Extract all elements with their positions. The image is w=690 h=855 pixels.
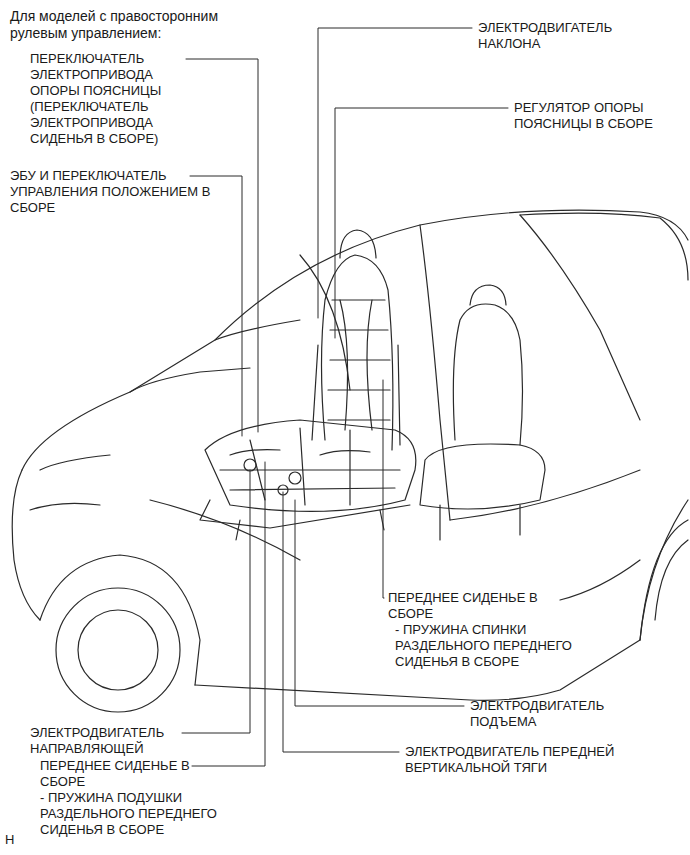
car-body-part <box>150 500 300 560</box>
car-body-part <box>300 255 350 390</box>
passenger-seat-part <box>440 505 520 540</box>
part-label: ПЕРЕДНЕЕ СИДЕНЬЕ В СБОРЕ <box>40 758 205 790</box>
leader-lines-part <box>190 176 242 436</box>
driver-seat-frame-part <box>312 345 400 445</box>
car-body-part <box>450 470 640 520</box>
front-wheel-part <box>78 610 158 690</box>
leader-lines-part <box>383 380 384 598</box>
driver-seat-frame-part <box>200 500 410 528</box>
passenger-seat-part <box>470 285 506 305</box>
driver-seat-frame-part <box>236 510 384 540</box>
car-body-part <box>30 503 100 510</box>
front-wheel-part <box>56 588 180 712</box>
part-label: РЕГУЛЯТОР ОПОРЫ ПОЯСНИЦЫ В СБОРЕ <box>514 100 679 132</box>
part-label: ПЕРЕДНЕЕ СИДЕНЬЕ В СБОРЕ <box>388 590 553 622</box>
leader-lines-part <box>335 108 508 338</box>
driver-seat-frame-part <box>289 472 301 484</box>
leader-lines-part <box>283 492 399 752</box>
passenger-seat-part <box>420 444 545 509</box>
part-label: ЭЛЕКТРОДВИГАТЕЛЬ ПЕРЕДНЕЙ ВЕРТИКАЛЬНОЙ Т… <box>405 744 675 776</box>
car-body-part <box>520 213 688 280</box>
car-body-part <box>640 500 688 640</box>
car-body-part <box>560 560 640 600</box>
part-label: ЭЛЕКТРОДВИГАТЕЛЬ ПОДЪЕМА <box>470 698 645 730</box>
rear-wheel-part <box>640 520 688 640</box>
driver-seat-frame-part <box>340 300 372 430</box>
part-label: - ПРУЖИНА СПИНКИ РАЗДЕЛЬНОГО ПЕРЕДНЕГО С… <box>395 622 615 670</box>
car-body <box>12 210 688 700</box>
part-label: H <box>5 832 35 848</box>
driver-seat-frame-part <box>230 450 370 455</box>
driver-seat-frame-part <box>244 459 256 471</box>
diagram-title: Для моделей с правосторонним рулевым упр… <box>10 8 260 42</box>
passenger-seat <box>420 285 545 540</box>
leader-lines-part <box>182 470 250 733</box>
leader-lines-part <box>318 28 472 318</box>
car-body-part <box>520 215 640 420</box>
car-body-part <box>12 470 40 620</box>
front-wheel <box>40 555 200 712</box>
part-label: ЭЛЕКТРОДВИГАТЕЛЬ НАКЛОНА <box>478 20 653 52</box>
part-label: - ПРУЖИНА ПОДУШКИ РАЗДЕЛЬНОГО ПЕРЕДНЕГО … <box>40 790 260 838</box>
driver-seat-frame-part <box>205 420 416 511</box>
part-label: ЭЛЕКТРОДВИГАТЕЛЬ НАПРАВЛЯЮЩЕЙ <box>30 725 205 757</box>
rear-wheel <box>640 520 688 640</box>
part-label: ЭБУ И ПЕРЕКЛЮЧАТЕЛЬ УПРАВЛЕНИЯ ПОЛОЖЕНИЕ… <box>10 168 215 216</box>
driver-seat-frame-part <box>328 300 390 420</box>
driver-seat-frame-part <box>220 428 400 505</box>
driver-seat-frame-part <box>322 255 393 450</box>
part-label: ПЕРЕКЛЮЧАТЕЛЬ ЭЛЕКТРОПРИВОДА ОПОРЫ ПОЯСН… <box>30 51 182 147</box>
car-body-part <box>40 455 110 470</box>
car-body-part <box>22 210 688 470</box>
leader-lines-part <box>186 59 258 432</box>
rear-wheel-part <box>655 540 688 620</box>
driver-seat-frame-part <box>340 230 376 258</box>
passenger-seat-part <box>453 304 522 445</box>
car-body-part <box>130 368 250 392</box>
car-body-part <box>420 225 450 520</box>
leader-lines-part <box>192 462 265 766</box>
